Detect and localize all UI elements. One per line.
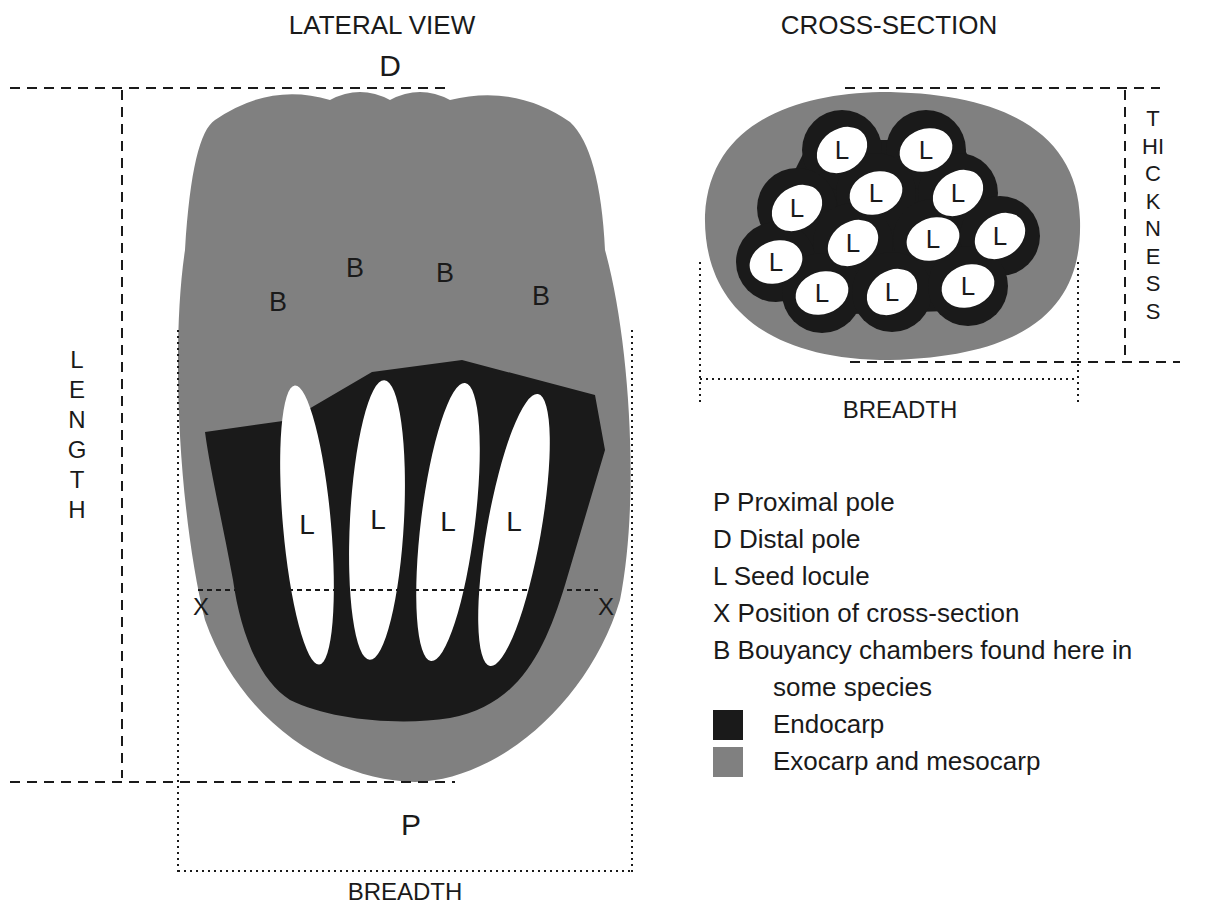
- pole-letter: P: [401, 810, 421, 840]
- locule-letter: L: [961, 273, 975, 299]
- legend-item: Exocarp and mesocarp: [713, 743, 1193, 780]
- chamber-letter: B: [346, 255, 364, 282]
- seed-locule: [966, 203, 1034, 268]
- legend-swatch: [713, 747, 743, 777]
- seed-locule: [924, 160, 992, 225]
- dimension-label: BREADTH: [348, 880, 463, 904]
- legend-swatch: [713, 710, 743, 740]
- chamber-letter: B: [269, 289, 287, 316]
- endocarp: [205, 360, 605, 721]
- locule-letter: L: [919, 137, 933, 163]
- dimension-label: BREADTH: [843, 398, 958, 422]
- dimension-label: THICKNESS: [1142, 105, 1164, 325]
- seed-locule: [271, 383, 343, 666]
- chamber-letter: B: [532, 283, 550, 310]
- dimension-lines: [10, 88, 632, 872]
- legend-item: P Proximal pole: [713, 484, 1201, 521]
- seed-locule: [893, 121, 958, 179]
- seed-locule: [343, 379, 412, 661]
- exocarp-mesocarp: [705, 92, 1080, 360]
- locule-letter: L: [993, 223, 1007, 249]
- view-title: LATERAL VIEW: [289, 12, 475, 38]
- legend-text: D Distal pole: [713, 521, 1201, 558]
- chamber-letter: B: [436, 260, 454, 287]
- legend-text: P Proximal pole: [713, 484, 1201, 521]
- legend-item: X Position of cross-section: [713, 595, 1201, 632]
- locule-letter: L: [885, 279, 899, 305]
- legend-text: B Bouyancy chambers found here in some s…: [713, 632, 1201, 706]
- seed-locule: [935, 257, 1000, 315]
- seed-locule: [819, 210, 887, 275]
- locule-letter: L: [869, 180, 883, 206]
- legend-text: Endocarp: [773, 706, 1193, 743]
- dimension-lines: [700, 88, 1180, 405]
- legend-item: B Bouyancy chambers found here in some s…: [713, 632, 1201, 706]
- seed-locule: [808, 117, 876, 182]
- seed-locule: [900, 210, 965, 268]
- seed-locule: [463, 389, 564, 670]
- legend-item: L Seed locule: [713, 558, 1201, 595]
- seed-locule: [743, 117, 1034, 324]
- legend-text: X Position of cross-section: [713, 595, 1201, 632]
- legend-text: Exocarp and mesocarp: [773, 743, 1193, 780]
- pole-letter: D: [379, 51, 401, 81]
- exocarp-mesocarp: [178, 92, 631, 782]
- locule-letter: L: [846, 230, 860, 256]
- seed-locule: [858, 259, 926, 324]
- seed-locule: [789, 264, 854, 322]
- endocarp-wall: [852, 252, 932, 332]
- view-title: CROSS-SECTION: [781, 12, 998, 38]
- locule-letter: L: [790, 195, 804, 221]
- locule-letter: L: [299, 511, 315, 539]
- section-mark: X: [598, 595, 614, 619]
- locule-letter: L: [951, 180, 965, 206]
- locule-letter: L: [815, 280, 829, 306]
- locule-letter: L: [370, 506, 386, 534]
- locule-letter: L: [440, 508, 456, 536]
- legend-text: L Seed locule: [713, 558, 1201, 595]
- endocarp: [736, 110, 1040, 333]
- legend-item: Endocarp: [713, 706, 1193, 743]
- section-mark: X: [193, 595, 209, 619]
- locule-letter: L: [926, 226, 940, 252]
- seed-locule: [843, 164, 908, 222]
- locule-letter: L: [835, 137, 849, 163]
- seed-locule: [763, 175, 831, 240]
- locule-letter: L: [506, 508, 522, 536]
- legend-item: D Distal pole: [713, 521, 1201, 558]
- seed-locule: [743, 233, 808, 291]
- dimension-label: LENGTH: [65, 345, 89, 525]
- locule-letter: L: [769, 249, 783, 275]
